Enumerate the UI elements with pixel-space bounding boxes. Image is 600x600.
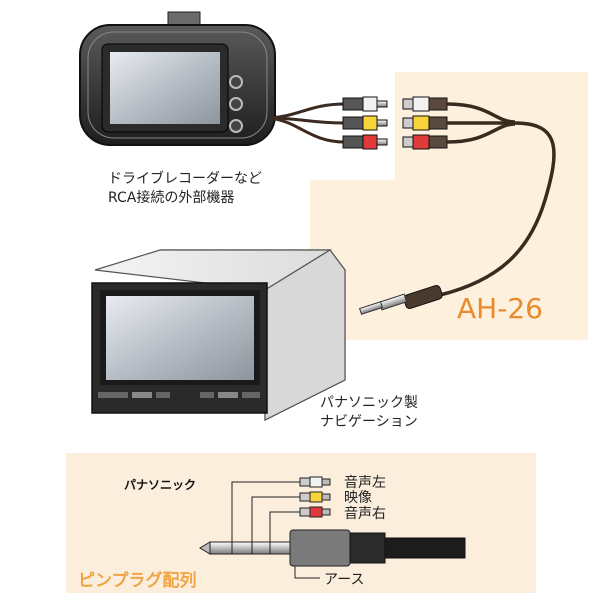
product-highlight-area [310, 72, 588, 340]
pin-layout-title: ピンプラグ配列 [78, 571, 197, 591]
pin-diagram [199, 476, 466, 579]
pin-layout-panel [66, 453, 536, 593]
device-rca-cables [269, 102, 346, 144]
navigation-label: パナソニック製 ナビゲーション [320, 394, 418, 432]
source-device-label-line2: RCA接続の外部機器 [108, 190, 235, 206]
mini-plug-connector [358, 285, 443, 315]
navigation-label-line2: ナビゲーション [320, 414, 418, 430]
source-device-label: ドライブレコーダーなど RCA接続の外部機器 [108, 170, 262, 208]
pin-audio-right-label: 音声右 [344, 506, 386, 522]
product-code-label: AH-26 [457, 292, 543, 325]
brand-label: パナソニック [124, 478, 197, 492]
drive-recorder-device [79, 11, 276, 146]
ah26-cable [439, 102, 556, 297]
navigation-unit [91, 249, 346, 421]
source-device-label-line1: ドライブレコーダーなど [108, 171, 262, 187]
navigation-label-line1: パナソニック製 [320, 395, 418, 411]
pin-video-label: 映像 [344, 490, 372, 506]
rca-male-plugs [342, 96, 388, 150]
pin-audio-left-label: 音声左 [344, 475, 386, 491]
pin-ground-label: アース [324, 572, 365, 588]
rca-female-jacks [402, 96, 448, 150]
